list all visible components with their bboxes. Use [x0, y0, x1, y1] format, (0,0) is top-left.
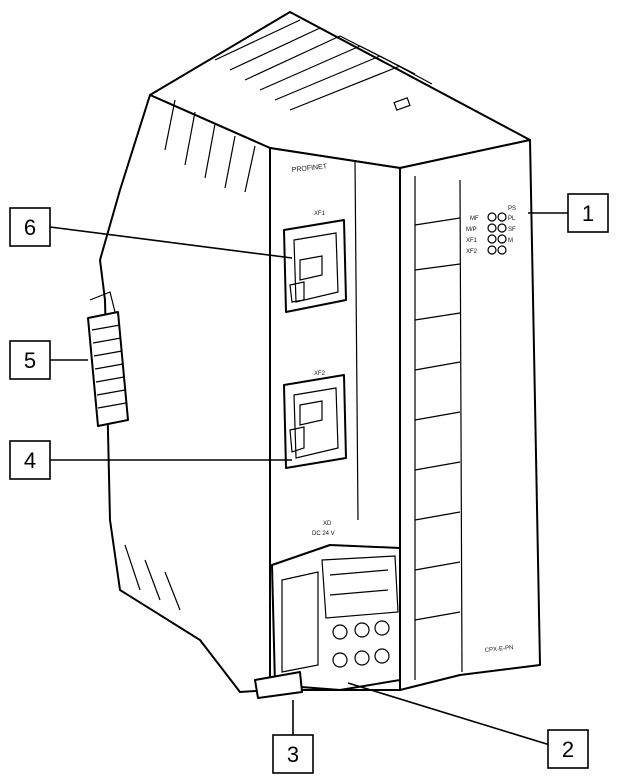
power-connector: XD DC 24 V: [254, 521, 401, 699]
ethernet-port-xf1: XF1: [283, 211, 347, 313]
callout-3-label: 3: [287, 742, 299, 767]
side-fins-top: [164, 99, 256, 193]
led-cluster: MF M/P XF1 XF2 PS PL SF M: [466, 206, 516, 255]
led-label-right-1: PS: [508, 206, 516, 212]
callout-1-label: 1: [582, 201, 594, 226]
led-label-left-4: XF2: [466, 249, 478, 255]
led-label-left-2: M/P: [466, 227, 477, 233]
callout-5: 5: [9, 340, 88, 380]
led-label-left-1: MF: [470, 216, 479, 222]
led-column-ribs: [414, 179, 463, 673]
callout-2: 2: [347, 682, 589, 769]
port1-label: XF1: [314, 211, 326, 217]
led-label-right-3: SF: [508, 227, 516, 233]
callout-6: 6: [9, 207, 293, 259]
side-fins-bottom: [124, 544, 181, 611]
led-label-right-2: PL: [508, 216, 516, 222]
callout-6-label: 6: [24, 215, 36, 240]
callout-4: 4: [9, 440, 292, 480]
led-label-left-3: XF1: [466, 238, 478, 244]
vent-slots: [214, 19, 433, 111]
callout-3: 3: [272, 700, 314, 774]
power-label-bottom: DC 24 V: [312, 531, 335, 537]
power-label-top: XD: [323, 521, 332, 527]
ethernet-port-xf2: XF2: [283, 371, 347, 469]
callout-4-label: 4: [24, 448, 36, 473]
side-terminal-strip: [87, 291, 129, 427]
bus-label: PROFINET: [291, 163, 328, 174]
model-label: CPX-E-PN: [485, 645, 514, 654]
callout-5-label: 5: [24, 348, 36, 373]
callout-2-label: 2: [562, 737, 574, 762]
led-label-right-4: M: [508, 238, 513, 244]
port2-label: XF2: [314, 371, 326, 377]
callout-1: 1: [528, 193, 609, 233]
